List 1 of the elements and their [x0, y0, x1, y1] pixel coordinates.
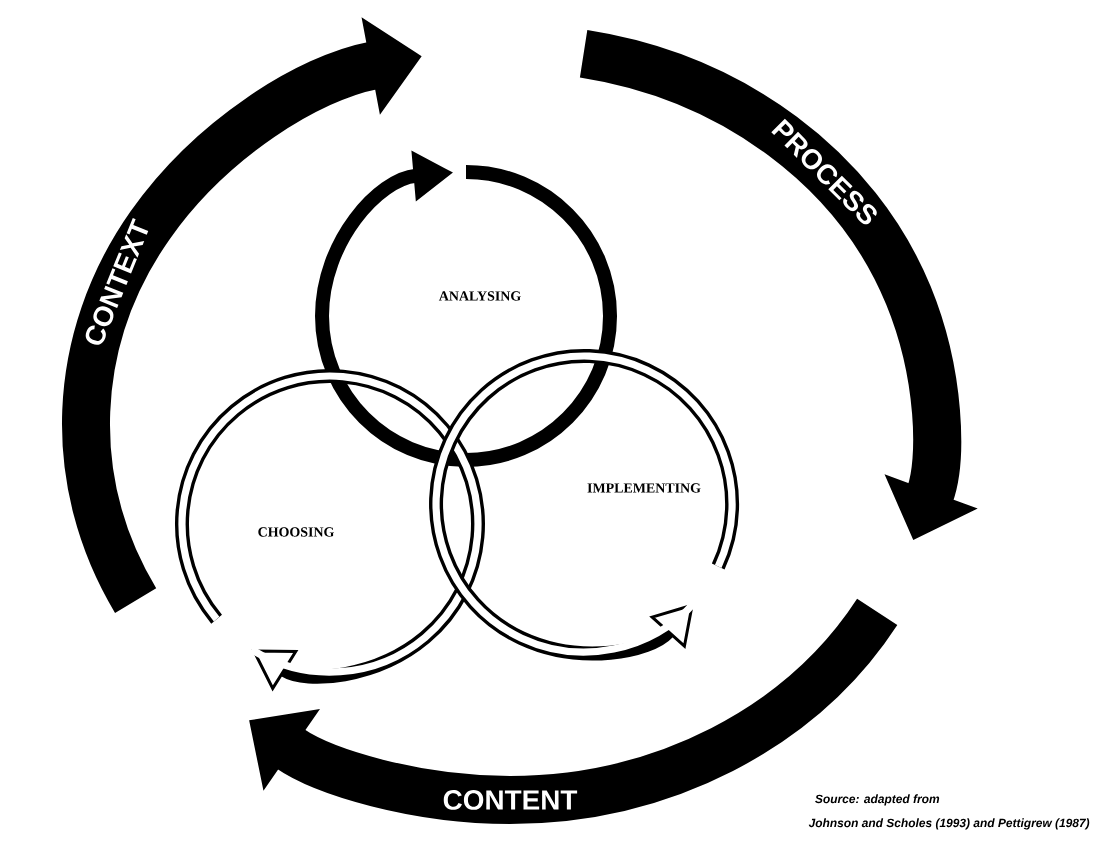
- node-label: CONTENT: [443, 790, 578, 810]
